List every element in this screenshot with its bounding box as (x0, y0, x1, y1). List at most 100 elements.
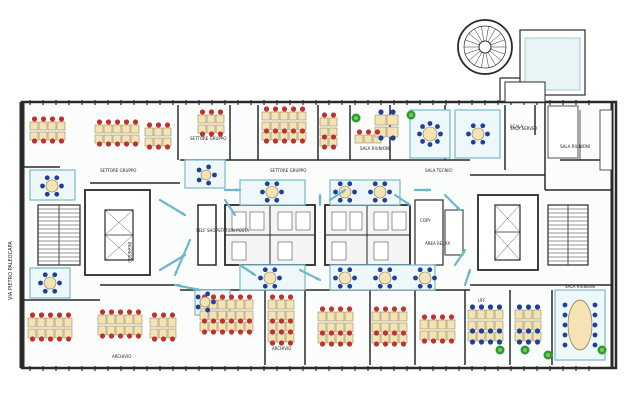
chair (391, 330, 398, 336)
archivio-label: ARCHIVIO (112, 354, 131, 359)
chair (135, 333, 142, 339)
chair (269, 340, 276, 346)
desk (446, 319, 456, 330)
chair (246, 318, 253, 324)
desk (532, 309, 542, 320)
meeting-chair (470, 123, 476, 129)
desk (514, 309, 524, 320)
meeting-chair (274, 197, 280, 203)
meeting-chair (480, 139, 486, 145)
conference-table (567, 299, 593, 351)
meeting-chair (417, 283, 423, 289)
meeting-chair (347, 267, 353, 273)
chair (210, 294, 217, 300)
meeting-chair (262, 283, 268, 289)
desk (244, 299, 254, 310)
chair (516, 304, 523, 310)
arrow-head (316, 276, 320, 281)
meeting-table (378, 271, 392, 285)
meeting-chair (42, 288, 48, 294)
chair (448, 338, 455, 344)
chair (278, 294, 285, 300)
chair (219, 318, 226, 324)
chair (219, 294, 226, 300)
chair (96, 119, 103, 125)
chair (330, 144, 337, 150)
meeting-chair (562, 302, 568, 308)
chair (373, 330, 380, 336)
chair (123, 141, 130, 147)
meeting-chair (562, 312, 568, 318)
chair (217, 131, 224, 137)
chair (534, 304, 541, 310)
chair (378, 135, 384, 141)
desk (485, 309, 495, 320)
meeting-table (265, 185, 279, 199)
desk (398, 311, 408, 322)
desk (419, 319, 429, 330)
annex-stair (499, 29, 586, 103)
desk (112, 124, 122, 134)
chair (155, 144, 162, 150)
chair (534, 328, 541, 334)
desk (374, 114, 387, 126)
chair (337, 341, 344, 347)
chair (56, 336, 63, 342)
sala-server-label: SALA SERVER (510, 126, 538, 131)
meeting-chair (52, 272, 58, 278)
chair (164, 122, 171, 128)
meeting-chair (485, 131, 490, 137)
chair (269, 329, 276, 335)
chair (146, 144, 153, 150)
chair (299, 128, 306, 134)
chair (263, 128, 270, 134)
desk (162, 127, 172, 137)
arrow-head (231, 211, 235, 215)
chair (56, 312, 63, 318)
desk (158, 317, 168, 328)
chair (29, 312, 36, 318)
desk (467, 309, 477, 320)
meeting-chair (420, 124, 425, 129)
meeting-chair (562, 342, 568, 348)
chair (319, 306, 326, 312)
chair (272, 138, 279, 144)
desks (27, 111, 542, 344)
chair (108, 333, 115, 339)
chair (65, 312, 72, 318)
desk (523, 309, 533, 320)
meeting-table (422, 126, 438, 142)
meeting-chair (387, 267, 393, 273)
sala-riunioni-2-label: SALA RIUNIONI (560, 144, 590, 149)
meeting-chair (260, 189, 265, 195)
chair (321, 144, 328, 150)
circulation-arrow (298, 268, 322, 282)
spiral-step (489, 33, 502, 44)
desk (149, 317, 159, 328)
desk (354, 134, 364, 144)
spiral-step (489, 50, 502, 61)
meeting-chair (38, 280, 43, 286)
desk (476, 309, 486, 320)
chair (105, 119, 112, 125)
meeting-chair (211, 299, 216, 305)
chair (400, 341, 407, 347)
desk (270, 111, 280, 121)
desk (380, 311, 390, 322)
chair (263, 106, 270, 112)
chair (146, 122, 153, 128)
desk (288, 111, 298, 121)
chair (337, 330, 344, 336)
chair (65, 336, 72, 342)
chair (365, 129, 372, 135)
plant-highlight (523, 348, 527, 352)
desk (317, 311, 327, 322)
chair (210, 318, 217, 324)
desk (235, 299, 245, 310)
chair (337, 306, 344, 312)
chair (210, 329, 217, 335)
circulation-arrow (158, 253, 187, 272)
chair (382, 341, 389, 347)
chair (155, 122, 162, 128)
meeting-chair (57, 280, 62, 286)
